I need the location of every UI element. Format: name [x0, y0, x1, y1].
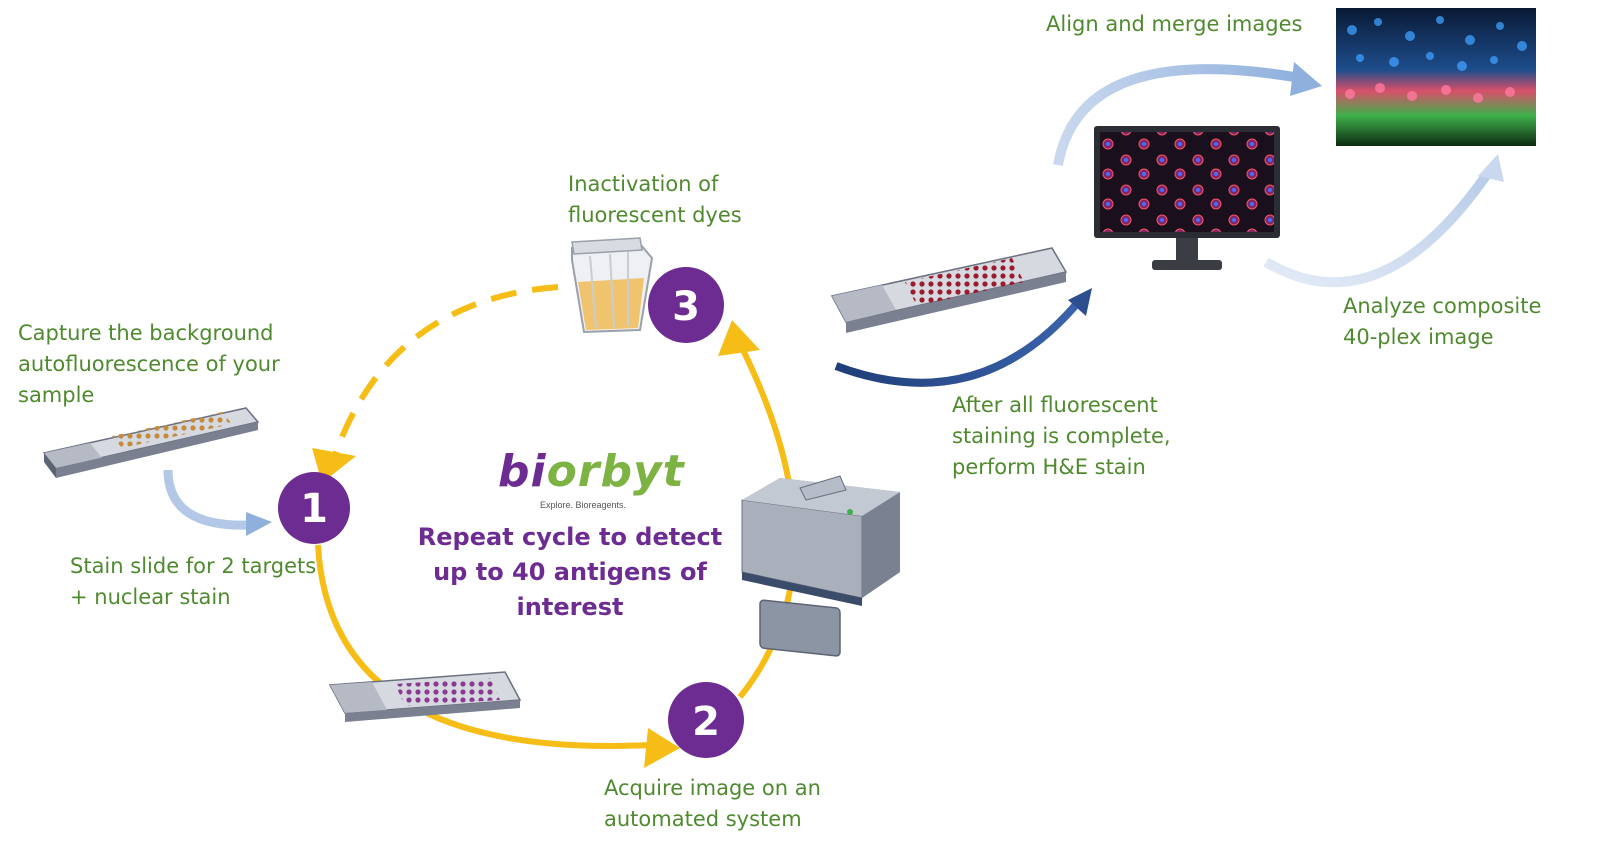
computer-monitor-icon — [1094, 126, 1280, 270]
blue-arrow-analyze — [1263, 154, 1504, 288]
capture-label: Capture the background autofluorescence … — [18, 321, 280, 407]
logo-part: bi — [498, 446, 547, 497]
blue-arrow-align — [1053, 62, 1322, 166]
stain-label: Stain slide for 2 targets + nuclear stai… — [70, 554, 317, 609]
blue-arrow-stain — [163, 469, 272, 536]
step-number: 1 — [300, 486, 328, 532]
step-number: 3 — [672, 284, 700, 330]
fluorescent-micrograph-image — [1336, 8, 1536, 146]
slide-icon — [42, 407, 260, 478]
align-label: Align and merge images — [1046, 12, 1303, 36]
step-3-badge — [648, 267, 724, 343]
center-caption: Repeat cycle to detect up to 40 antigens… — [417, 523, 723, 621]
inactivation-label: Inactivation of fluorescent dyes — [568, 172, 742, 227]
slide-icon — [830, 247, 1068, 333]
analyze-label: Analyze composite 40-plex image — [1343, 294, 1542, 349]
acquire-label: Acquire image on an automated system — [604, 776, 821, 831]
biorbyt-logo: biorbyt — [498, 446, 685, 497]
he-stain-label: After all fluorescent staining is comple… — [952, 393, 1171, 479]
staining-jar-icon — [571, 237, 654, 334]
step-2-badge — [668, 682, 744, 758]
slide-icon — [328, 671, 522, 722]
dark-blue-arrow-he — [834, 288, 1092, 387]
automated-scanner-icon — [741, 475, 900, 657]
step-number: 2 — [692, 699, 720, 745]
logo-part: orbyt — [546, 446, 685, 497]
cycle-ring — [315, 284, 798, 749]
logo-tagline: Explore. Bioreagents. — [540, 500, 627, 510]
step-1-badge — [278, 472, 350, 544]
